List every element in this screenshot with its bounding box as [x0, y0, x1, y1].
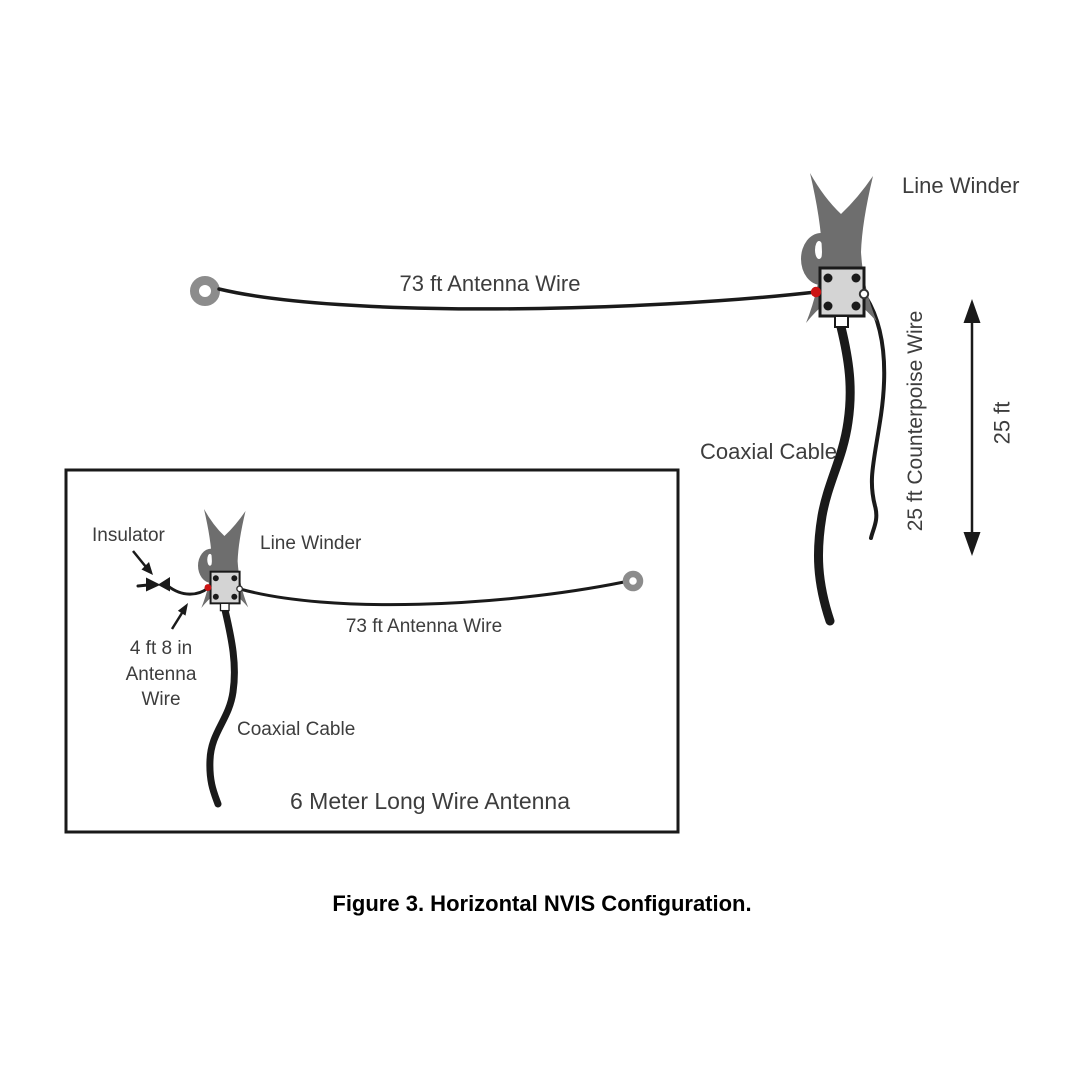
- antenna-wire-label: 73 ft Antenna Wire: [399, 271, 581, 296]
- coaxial-cable-label: Coaxial Cable: [700, 439, 837, 464]
- insulator-label: Insulator: [92, 525, 165, 546]
- inset-title: 6 Meter Long Wire Antenna: [290, 788, 570, 814]
- arrowhead-down-icon: [963, 532, 981, 556]
- short-wire-pointer-arrow: [170, 603, 188, 630]
- short-wire-label-line3: Wire: [141, 689, 181, 711]
- inset-antenna-end-ring-icon: [622, 570, 644, 592]
- counterpoise-wire-label: 25 ft Counterpoise Wire: [903, 310, 927, 532]
- coaxial-cable-line: [813, 322, 855, 626]
- insulator-icon: [146, 577, 170, 592]
- figure-caption: Figure 3. Horizontal NVIS Configuration.: [332, 891, 752, 916]
- antenna-end-ring-icon: [190, 276, 220, 306]
- short-wire-label-line1: 4 ft 8 in: [129, 638, 193, 659]
- line-winder-icon: [799, 171, 879, 329]
- line-winder-label: Line Winder: [902, 173, 1020, 198]
- inset-antenna-wire-line: [238, 580, 626, 607]
- counterpoise-wire-line: [864, 295, 887, 540]
- insulator-pointer-arrow: [132, 550, 153, 575]
- inset-line-winder-icon: [197, 507, 250, 612]
- short-antenna-wire-line: [166, 584, 210, 596]
- short-antenna-wire-label: 4 ft 8 in Antenna Wire: [126, 636, 197, 713]
- arrowhead-up-icon: [963, 299, 981, 323]
- dimension-arrow: [963, 299, 981, 556]
- short-wire-label-line2: Antenna: [125, 663, 197, 685]
- inset-antenna-wire-label: 73 ft Antenna Wire: [345, 616, 503, 637]
- span-length-label: 25 ft: [989, 401, 1015, 445]
- antenna-wire-line: [217, 287, 818, 311]
- inset-coaxial-cable-label: Coaxial Cable: [237, 719, 356, 740]
- inset-frame: [64, 468, 680, 834]
- inset-line-winder-label: Line Winder: [260, 533, 362, 554]
- inset-coaxial-cable-line: [206, 606, 238, 808]
